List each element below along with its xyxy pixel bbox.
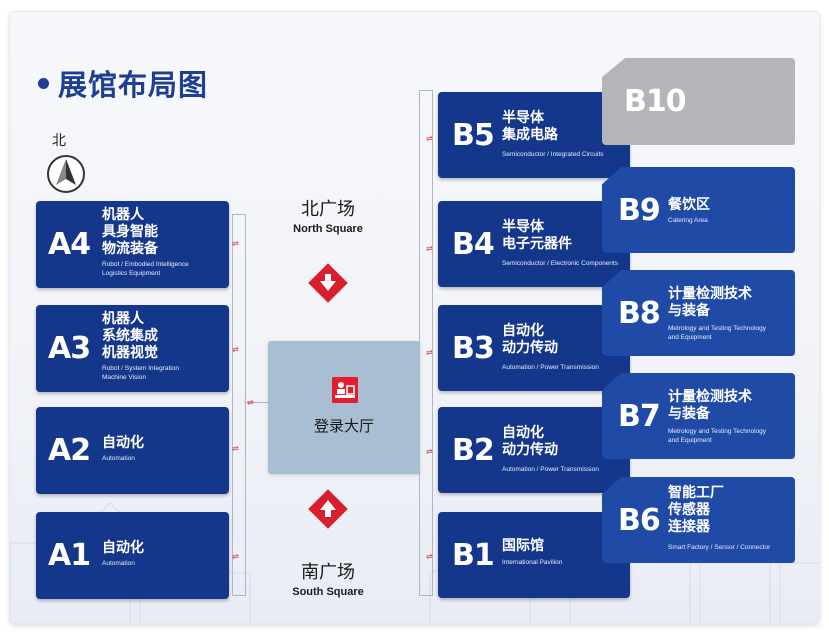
hall-a1-en: Automation <box>102 560 135 567</box>
hall-b9-code: B9 <box>618 193 661 228</box>
hall-b5-name: 半导体 集成电路 <box>502 110 558 143</box>
door-mark: ⇌ <box>426 348 433 357</box>
hall-b7-en: Metrology and Testing Technology and Equ… <box>668 428 767 444</box>
hall-b3-en: Automation / Power Transmission <box>502 364 599 371</box>
hall-a4-code: A4 <box>48 227 91 262</box>
hall-b6-name: 智能工厂 传感器 连接器 <box>668 485 724 535</box>
registration-hall-label: 登录大厅 <box>313 417 374 435</box>
north-square-en: North Square <box>293 223 363 235</box>
hall-a3-code: A3 <box>48 331 91 366</box>
hall-b8-en: Metrology and Testing Technology and Equ… <box>668 325 767 341</box>
hall-a4-en: Robot / Embodied Intelligence Logistics … <box>102 261 189 277</box>
left-walkway <box>232 214 246 596</box>
door-mark: ⇌ <box>232 345 239 354</box>
hall-b7[interactable]: B7 计量检测技术 与装备 Metrology and Testing Tech… <box>602 373 795 459</box>
hall-b8[interactable]: B8 计量检测技术 与装备 Metrology and Testing Tech… <box>602 270 795 356</box>
door-mark: ⇌ <box>247 398 254 407</box>
door-mark: ⇌ <box>426 552 433 561</box>
hall-b3[interactable]: B3 自动化 动力传动 Automation / Power Transmiss… <box>438 305 630 391</box>
hall-b5[interactable]: B5 半导体 集成电路 Semiconductor / Integrated C… <box>438 92 630 178</box>
registration-hall[interactable]: 登录大厅 <box>268 341 420 474</box>
hall-b10[interactable]: B10 <box>602 58 795 145</box>
door-mark: ⇌ <box>426 244 433 253</box>
title-bullet <box>38 77 49 89</box>
door-mark: ⇌ <box>232 444 239 453</box>
hall-b8-code: B8 <box>618 296 661 331</box>
hall-a3-en: Robot / System Integration Machine Visio… <box>102 365 179 381</box>
hall-b3-name: 自动化 动力传动 <box>502 323 558 356</box>
hall-b10-code: B10 <box>624 84 687 119</box>
hall-b5-en: Semiconductor / Integrated Circuits <box>502 151 604 158</box>
hall-a2[interactable]: A2 自动化 Automation <box>36 407 229 494</box>
hall-a2-en: Automation <box>102 455 135 462</box>
hall-a3-name: 机器人 系统集成 机器视觉 <box>102 311 158 361</box>
hall-b2[interactable]: B2 自动化 动力传动 Automation / Power Transmiss… <box>438 407 630 493</box>
hall-b1[interactable]: B1 国际馆 International Pavilion <box>438 512 630 598</box>
hall-b3-code: B3 <box>452 331 495 366</box>
door-mark: ⇌ <box>426 447 433 456</box>
down-arrow-icon <box>308 263 348 303</box>
hall-b4[interactable]: B4 半导体 电子元器件 Semiconductor / Electronic … <box>438 201 630 287</box>
south-square-zh: 南广场 <box>301 562 355 583</box>
hall-b7-code: B7 <box>618 399 661 434</box>
hall-b7-name: 计量检测技术 与装备 <box>668 389 752 422</box>
hall-b9-name: 餐饮区 <box>668 197 710 213</box>
hall-b4-en: Semiconductor / Electronic Components <box>502 260 618 267</box>
floor-plan-frame: 展馆布局图 北 ⇌ ⇌ ⇌ ⇌ ⇌ ⇌ ⇌ ⇌ ⇌ ⇌ ⇌ A4 机器人 具身智… <box>10 12 819 623</box>
hall-a1-code: A1 <box>48 538 91 573</box>
compass-icon <box>47 155 85 193</box>
hall-a4-name: 机器人 具身智能 物流装备 <box>102 207 158 257</box>
hall-a1-name: 自动化 <box>102 540 144 556</box>
registration-desk-icon <box>332 377 358 403</box>
title-text: 展馆布局图 <box>58 68 209 102</box>
hall-b6-en: Smart Factory / Sensor / Connector <box>668 544 771 551</box>
page-title: 展馆布局图 <box>38 62 208 104</box>
hall-b1-code: B1 <box>452 538 495 573</box>
hall-b6-code: B6 <box>618 503 661 538</box>
hall-a3[interactable]: A3 机器人 系统集成 机器视觉 Robot / System Integrat… <box>36 305 229 392</box>
door-mark: ⇌ <box>232 239 239 248</box>
up-arrow-icon <box>308 489 348 529</box>
hall-a1[interactable]: A1 自动化 Automation <box>36 512 229 599</box>
hall-b2-en: Automation / Power Transmission <box>502 466 599 473</box>
hall-a4[interactable]: A4 机器人 具身智能 物流装备 Robot / Embodied Intell… <box>36 201 229 288</box>
hall-b1-name: 国际馆 <box>502 538 544 554</box>
north-square-zh: 北广场 <box>301 199 355 220</box>
door-mark: ⇌ <box>426 134 433 143</box>
hall-b9[interactable]: B9 餐饮区 Catering Area <box>602 167 795 253</box>
hall-b2-code: B2 <box>452 433 495 468</box>
hall-connector-left <box>244 402 268 403</box>
door-mark: ⇌ <box>232 552 239 561</box>
north-label: 北 <box>52 133 66 149</box>
hall-a2-code: A2 <box>48 433 91 468</box>
hall-b4-name: 半导体 电子元器件 <box>502 219 572 252</box>
hall-b2-name: 自动化 动力传动 <box>502 425 558 458</box>
hall-b4-code: B4 <box>452 227 495 262</box>
south-square: 南广场 South Square <box>268 558 388 598</box>
hall-b1-en: International Pavilion <box>502 559 563 566</box>
right-walkway <box>419 90 433 596</box>
hall-b6[interactable]: B6 智能工厂 传感器 连接器 Smart Factory / Sensor /… <box>602 477 795 563</box>
north-square: 北广场 North Square <box>268 195 388 235</box>
hall-b8-name: 计量检测技术 与装备 <box>668 286 752 319</box>
hall-a2-name: 自动化 <box>102 435 144 451</box>
south-square-en: South Square <box>292 586 364 598</box>
hall-b5-code: B5 <box>452 118 495 153</box>
hall-b9-en: Catering Area <box>668 217 708 224</box>
